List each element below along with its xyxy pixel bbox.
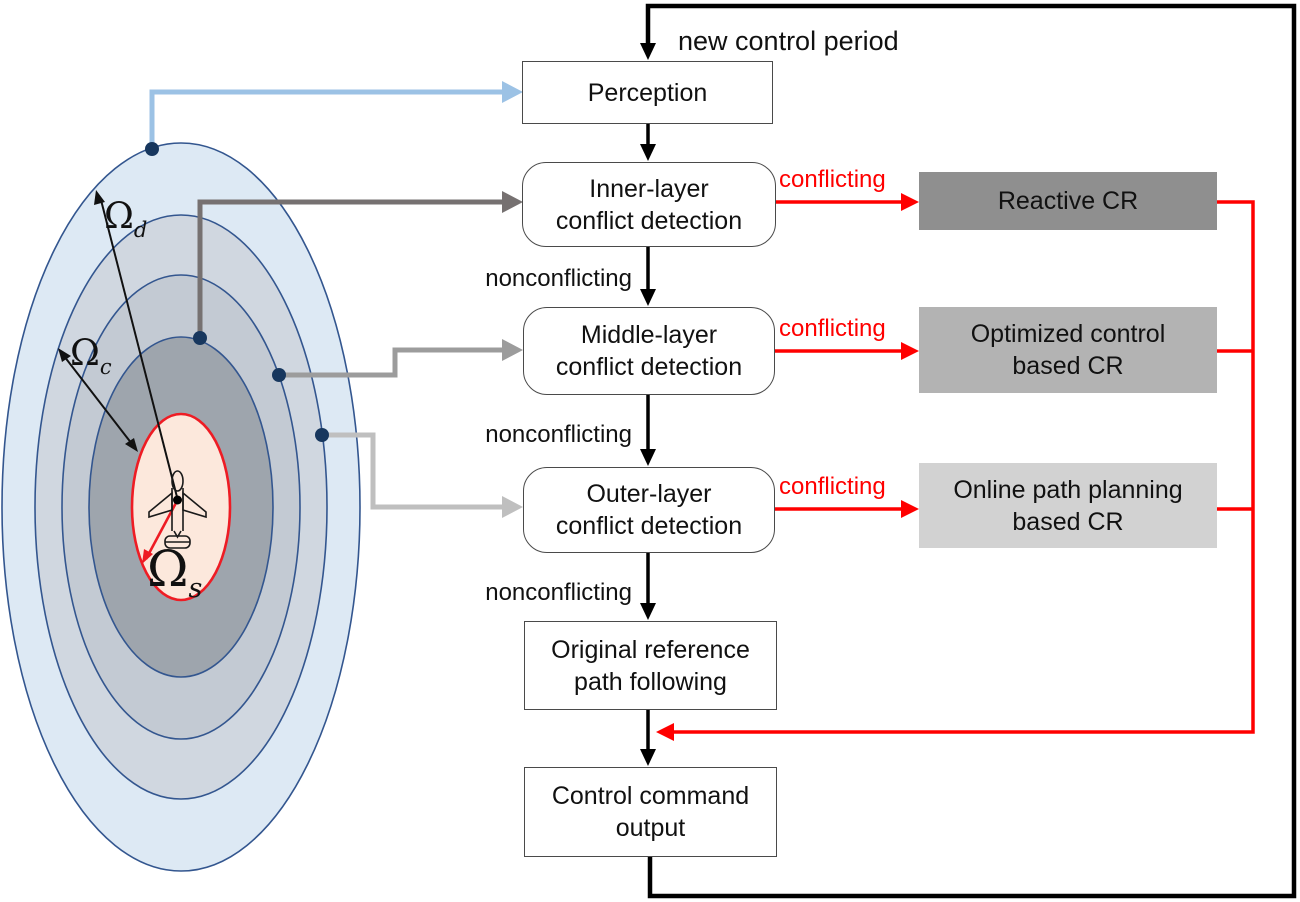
- middle-zone-connector-arrowhead: [502, 339, 523, 361]
- omega-d-symbol: Ω: [104, 196, 134, 237]
- control-command-box: Control command output: [524, 767, 777, 857]
- inner-layer-detection-box: Inner-layer conflict detection: [522, 162, 776, 247]
- outer-layer-label-line1: Outer-layer: [586, 480, 712, 508]
- omega-c-arrowhead-upper: [58, 348, 71, 362]
- reactive-cr-box: Reactive CR: [919, 172, 1217, 230]
- perception-label: Perception: [587, 78, 708, 107]
- original-reference-label-line2: path following: [574, 667, 727, 696]
- online-cr-label-line1: Online path planning: [953, 475, 1183, 504]
- conflicting-label-2: conflicting: [779, 315, 886, 342]
- optimized-control-cr-box: Optimized control based CR: [919, 307, 1217, 393]
- outer-layer-label-line2: conflict detection: [555, 512, 743, 540]
- original-to-control-arrowhead: [640, 749, 656, 766]
- inner-zone-connector-line: [197, 199, 506, 338]
- omega-d-label: Ωd: [104, 196, 147, 241]
- original-reference-label-line1: Original reference: [551, 635, 750, 664]
- omega-c-symbol: Ω: [70, 333, 100, 374]
- middle-layer-label-line2: conflict detection: [555, 353, 743, 381]
- flow-arrows: [640, 3, 1297, 899]
- perception-connector-line: [149, 89, 506, 149]
- inner-layer-label-line1: Inner-layer: [589, 174, 709, 203]
- zone-dot-perception: [145, 142, 159, 156]
- online-cr-label-line2: based CR: [1012, 507, 1124, 536]
- optimized-cr-label-line2: based CR: [1012, 352, 1124, 380]
- optimized-cr-label-line1: Optimized control: [970, 320, 1166, 348]
- control-loop-line: [645, 3, 1297, 899]
- middle-layer-label-line1: Middle-layer: [580, 321, 718, 349]
- omega-d-subscript: d: [133, 217, 148, 242]
- conflicting-label-1: conflicting: [779, 166, 886, 193]
- nonconflicting-label-3: nonconflicting: [485, 579, 632, 606]
- reactive-cr-label: Reactive CR: [997, 187, 1139, 215]
- outer-layer-detection-box: Outer-layer conflict detection: [523, 467, 775, 553]
- inner-to-middle-arrowhead: [640, 289, 656, 306]
- control-command-label-line2: output: [615, 814, 686, 842]
- new-control-period-label: new control period: [678, 26, 899, 56]
- outer-zone-connector-arrowhead: [502, 496, 523, 518]
- omega-s-arrowhead: [142, 549, 153, 564]
- omega-s-label: Ωs: [147, 544, 202, 602]
- nonconflicting-label-2: nonconflicting: [485, 421, 632, 448]
- middle-to-outer-arrowhead: [640, 449, 656, 466]
- omega-c-arrow-line: [63, 355, 133, 445]
- conflicting-label-3: conflicting: [779, 473, 886, 500]
- aircraft-center-dot: [173, 495, 182, 505]
- detection-zones: [1, 142, 361, 872]
- online-path-planning-cr-box: Online path planning based CR: [919, 463, 1217, 548]
- cr-feedback-arrowhead: [656, 723, 674, 741]
- omega-c-label: Ωc: [70, 333, 112, 378]
- inner-conflicting-arrowhead: [901, 193, 919, 211]
- middle-conflicting-arrowhead: [901, 342, 919, 360]
- outer-to-original-arrowhead: [640, 603, 656, 620]
- omega-c-arrowhead-lower: [125, 438, 138, 452]
- safety-zone-ellipse: [130, 412, 232, 602]
- zone-connectors: [145, 81, 523, 518]
- omega-d-arrowhead: [94, 190, 105, 205]
- omega-s-subscript: s: [188, 573, 203, 605]
- outer-zone-connector-line: [322, 432, 506, 510]
- zone-dot-middle: [272, 368, 286, 382]
- middle-layer-detection-box: Middle-layer conflict detection: [523, 307, 775, 395]
- original-reference-box: Original reference path following: [524, 621, 777, 710]
- perception-box: Perception: [522, 61, 773, 124]
- inner-zone-connector-arrowhead: [502, 191, 523, 213]
- conflict-resolution-arrows: [656, 193, 1255, 741]
- zone-dot-inner: [193, 331, 207, 345]
- aircraft-icon: [148, 470, 207, 549]
- perception-to-inner-arrowhead: [640, 144, 656, 161]
- omega-c-subscript: c: [99, 354, 112, 379]
- cr-feedback-line: [673, 200, 1255, 734]
- control-command-label-line1: Control command: [551, 782, 750, 810]
- zone-radius-arrows: [58, 190, 179, 564]
- perception-connector-arrowhead: [502, 81, 523, 103]
- omega-d-arrow-line: [100, 199, 178, 498]
- outer-conflicting-arrowhead: [901, 500, 919, 518]
- inner-layer-label-line2: conflict detection: [555, 206, 743, 235]
- zone-dot-outer: [315, 428, 329, 442]
- middle-zone-connector-line: [279, 347, 506, 378]
- omega-s-symbol: Ω: [147, 540, 189, 598]
- nonconflicting-label-1: nonconflicting: [485, 265, 632, 292]
- loop-into-perception-arrowhead: [640, 43, 656, 60]
